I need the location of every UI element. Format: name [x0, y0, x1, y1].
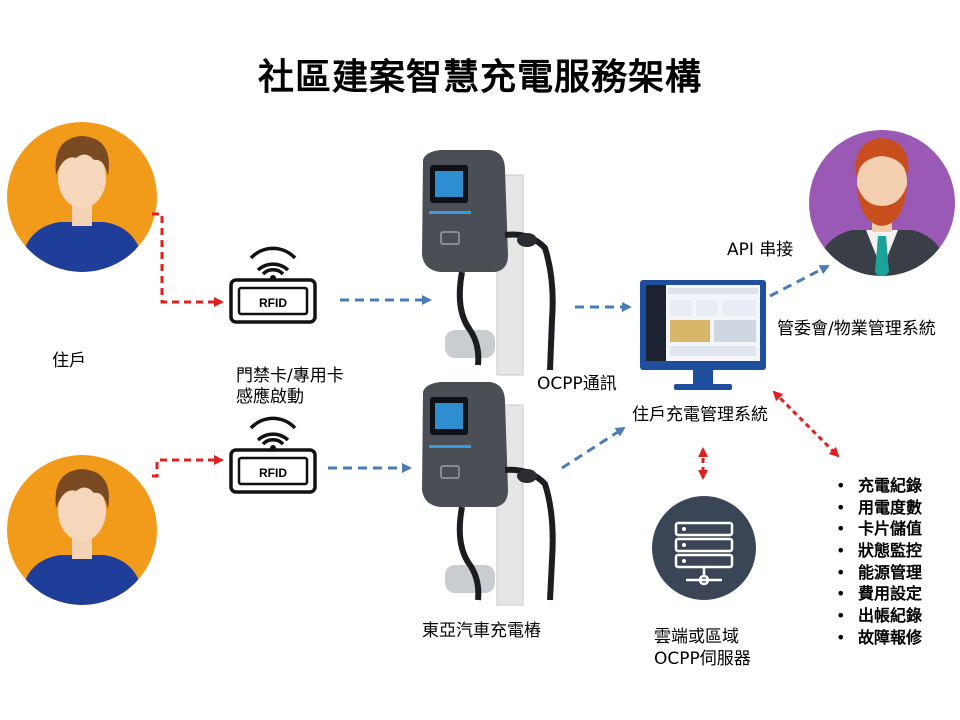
manager-avatar: [809, 130, 955, 276]
feature-item: 出帳紀錄: [836, 605, 922, 627]
feature-item: 用電度數: [836, 497, 922, 519]
resident-system-label: 住戶充電管理系統: [632, 405, 768, 425]
feature-item: 費用設定: [836, 583, 922, 605]
card-label-line1: 門禁卡/專用卡: [236, 366, 344, 386]
ocpp-comm-label: OCPP通訊: [537, 374, 617, 394]
resident-avatar-top: [7, 122, 157, 272]
diagram-title: 社區建案智慧充電服務架構: [257, 57, 702, 98]
charger-name-label: 東亞汽車充電樁: [422, 621, 541, 641]
feature-list: 充電紀錄 用電度數 卡片儲值 狀態監控 能源管理 費用設定 出帳紀錄 故障報修: [836, 475, 922, 649]
blue-arrows: [328, 264, 830, 473]
feature-item: 卡片儲值: [836, 518, 922, 540]
server-icon: [652, 496, 756, 600]
rfid-card-top: RFID: [229, 246, 317, 324]
red-double-arrows: [698, 390, 840, 480]
rfid-label-bottom: RFID: [259, 466, 287, 480]
feature-item: 狀態監控: [836, 540, 922, 562]
management-system-label: 管委會/物業管理系統: [777, 319, 936, 339]
rfid-label-top: RFID: [259, 296, 287, 310]
feature-item: 充電紀錄: [836, 475, 922, 497]
monitor-icon: [640, 280, 766, 390]
red-connectors: [152, 212, 224, 478]
resident-label: 住戶: [52, 351, 86, 371]
feature-item: 故障報修: [836, 627, 922, 649]
card-label-line2: 感應啟動: [236, 387, 304, 407]
feature-item: 能源管理: [836, 562, 922, 584]
api-label: API 串接: [727, 240, 794, 260]
server-label-line2: OCPP伺服器: [654, 649, 751, 669]
rfid-card-bottom: RFID: [229, 416, 317, 494]
ev-charger-bottom: [422, 382, 556, 606]
server-label-line1: 雲端或區域: [654, 627, 739, 647]
resident-avatar-bottom: [7, 455, 157, 605]
ev-charger-top: [422, 150, 556, 376]
